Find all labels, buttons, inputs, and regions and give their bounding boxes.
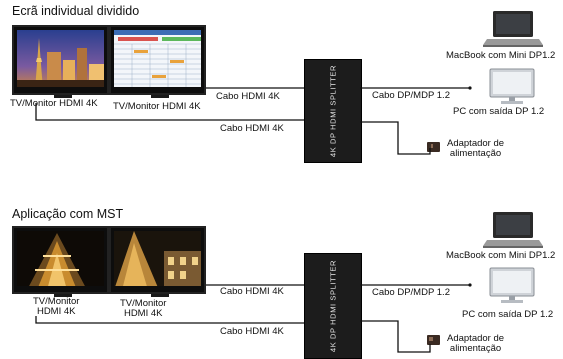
top-power-cable [360,121,431,155]
top-section-title: Ecrã individual dividido [12,4,140,18]
las-vegas-image [17,30,104,87]
top-macbook-icon [483,9,543,54]
bottom-tv-left-label-line1: TV/Monitor [33,296,80,307]
top-adapter-label: Adaptador de alimentação [447,138,505,160]
eiffel-tower-image-left [17,231,104,286]
bottom-adapter-label: Adaptador de alimentação [447,333,505,355]
top-tv-right [109,25,206,98]
bottom-power-adapter-icon [426,333,442,352]
top-tv-left [12,25,109,98]
top-cable-lower-label: Cabo HDMI 4K [220,123,284,134]
top-tv-right-label: TV/Monitor HDMI 4K [113,101,201,112]
top-cable-dp-label: Cabo DP/MDP 1.2 [372,90,450,101]
top-power-adapter-icon [426,140,442,159]
bottom-cable-lower-label: Cabo HDMI 4K [220,326,284,337]
bottom-macbook-icon [483,210,543,255]
bottom-tv-right-label: TV/Monitor HDMI 4K [120,298,167,320]
bottom-tv-right [109,226,206,297]
top-pc-label: PC com saída DP 1.2 [453,106,545,117]
bottom-splitter: 4K DP HDMI SPLITTER [304,253,362,359]
bottom-adapter-label-line1: Adaptador de [447,333,505,344]
top-adapter-label-line1: Adaptador de [447,138,505,149]
spreadsheet-image [114,30,201,87]
bottom-tv-right-label-line2: HDMI 4K [123,308,163,320]
bottom-adapter-label-line2: alimentação [449,343,502,355]
top-splitter-label: 4K DP HDMI SPLITTER [328,64,338,158]
bottom-cable-dp-label: Cabo DP/MDP 1.2 [372,287,450,298]
top-adapter-label-line2: alimentação [449,148,502,160]
bottom-power-cable [360,320,431,353]
bottom-tv-left-label-line2: HDMI 4K [36,306,76,318]
bottom-splitter-label: 4K DP HDMI SPLITTER [328,259,338,353]
bottom-section-title: Aplicação com MST [12,207,124,221]
top-splitter: 4K DP HDMI SPLITTER [304,59,362,163]
top-pc-icon [488,67,538,110]
top-macbook-label: MacBook com Mini DP1.2 [446,50,556,61]
eiffel-tower-image-right [114,231,201,286]
bottom-macbook-label: MacBook com Mini DP1.2 [446,250,556,261]
bottom-tv-right-label-line1: TV/Monitor [120,298,167,309]
bottom-pc-label: PC com saída DP 1.2 [462,309,554,320]
top-cable-upper-label: Cabo HDMI 4K [216,91,280,102]
bottom-tv-left-label: TV/Monitor HDMI 4K [33,296,80,318]
bottom-pc-icon [488,266,538,309]
top-tv-left-label: TV/Monitor HDMI 4K [10,98,98,109]
bottom-tv-left [12,226,109,297]
bottom-cable-upper-label: Cabo HDMI 4K [220,286,284,297]
